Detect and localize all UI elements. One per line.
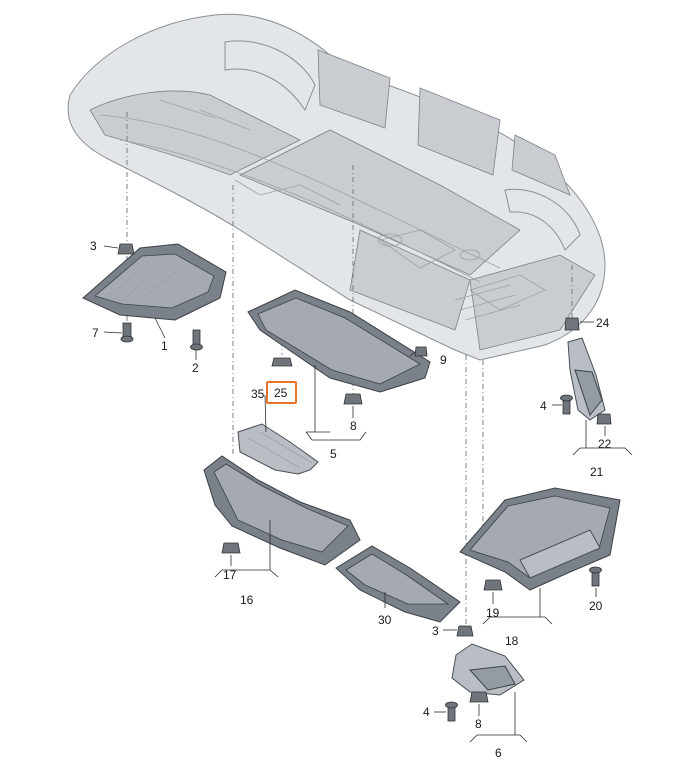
callout-30: 30 bbox=[378, 613, 392, 627]
bolt-part-4b bbox=[445, 701, 458, 722]
nut-part-8b bbox=[469, 691, 489, 703]
callout-labels: 3 7 1 2 35 25 9 8 5 24 4 22 21 17 16 30 … bbox=[90, 239, 612, 760]
callout-6: 6 bbox=[495, 746, 502, 760]
nut-part-9 bbox=[414, 346, 428, 357]
callout-4b: 4 bbox=[423, 705, 430, 719]
nut-part-17 bbox=[221, 542, 241, 554]
callout-24: 24 bbox=[596, 316, 610, 330]
callout-8a: 8 bbox=[350, 419, 357, 433]
callout-5: 5 bbox=[330, 447, 337, 461]
callout-21: 21 bbox=[590, 465, 604, 479]
rear-shield-part-18 bbox=[459, 487, 621, 591]
callout-35: 35 bbox=[251, 387, 265, 401]
clip-part-24 bbox=[564, 317, 580, 331]
callout-20: 20 bbox=[589, 599, 603, 613]
callout-17: 17 bbox=[223, 568, 237, 582]
bolt-part-20 bbox=[589, 566, 602, 587]
nut-part-19 bbox=[483, 579, 503, 591]
callout-1: 1 bbox=[161, 339, 168, 353]
center-panel-part bbox=[247, 289, 431, 393]
heat-shield-part-35 bbox=[237, 423, 319, 475]
left-shield-part-16 bbox=[203, 455, 361, 566]
front-shield-part bbox=[82, 243, 227, 321]
callout-7: 7 bbox=[92, 326, 99, 340]
callout-3a: 3 bbox=[90, 239, 97, 253]
callout-2: 2 bbox=[192, 361, 199, 375]
callout-3b: 3 bbox=[432, 624, 439, 638]
nut-part-8a bbox=[343, 393, 363, 405]
small-shield-part-6 bbox=[451, 643, 525, 696]
clip-part-3b bbox=[456, 625, 474, 637]
callout-18: 18 bbox=[505, 634, 519, 648]
callout-16: 16 bbox=[240, 593, 254, 607]
callout-19: 19 bbox=[486, 606, 500, 620]
leader-lines bbox=[103, 245, 633, 743]
tunnel-shield-part-30 bbox=[335, 545, 461, 623]
clip-part-25 bbox=[271, 357, 293, 367]
bolt-part-7 bbox=[120, 322, 134, 343]
callout-8b: 8 bbox=[475, 717, 482, 731]
bolt-part-4a bbox=[560, 394, 573, 415]
callout-4a: 4 bbox=[540, 399, 547, 413]
callout-25: 25 bbox=[274, 386, 288, 400]
callout-22: 22 bbox=[598, 437, 612, 451]
vehicle-underbody bbox=[67, 13, 606, 361]
highlight-box-25 bbox=[266, 381, 297, 404]
wheel-arch-part-21 bbox=[567, 337, 606, 421]
callout-9: 9 bbox=[440, 353, 447, 367]
clip-part-22 bbox=[596, 413, 612, 425]
fastener-part-2 bbox=[190, 329, 203, 351]
clip-part-3a bbox=[117, 243, 135, 255]
